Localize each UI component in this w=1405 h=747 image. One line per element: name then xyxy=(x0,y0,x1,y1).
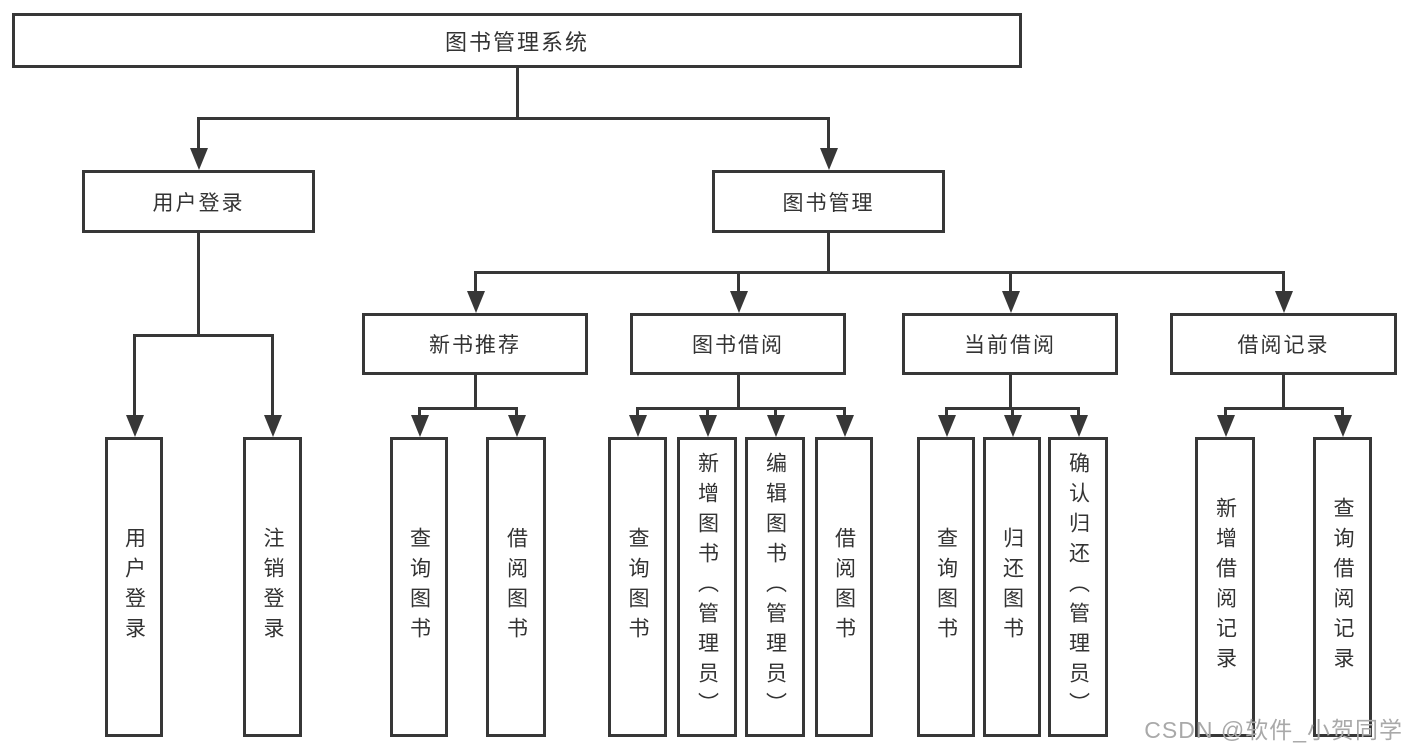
leaf-nb-query-books: 查询图书 xyxy=(390,437,448,737)
leaf-br-query-record: 查询借阅记录 xyxy=(1313,437,1372,737)
down-arrow-bb-borrow xyxy=(835,408,854,437)
node-borrowing-records-label: 借阅记录 xyxy=(1237,334,1330,357)
connector-user-login-drop xyxy=(197,233,200,335)
node-current-borrowing: 当前借阅 xyxy=(902,313,1118,375)
leaf-cb-query-books: 查询图书 xyxy=(917,437,975,737)
leaf-bb-edit-books-admin-label: 编辑图书（管理员） xyxy=(763,452,787,722)
down-arrow-br-add xyxy=(1216,408,1235,437)
leaf-cb-confirm-return-admin-label: 确认归还（管理员） xyxy=(1066,452,1090,722)
leaf-bb-query-books-label: 查询图书 xyxy=(626,527,649,647)
leaf-cb-query-books-label: 查询图书 xyxy=(934,527,958,647)
leaf-nb-borrow-books: 借阅图书 xyxy=(486,437,546,737)
down-arrow-bb-edit xyxy=(766,408,785,437)
leaf-br-add-record-label: 新增借阅记录 xyxy=(1213,497,1237,677)
connector-user-login-span xyxy=(133,334,274,337)
down-arrow-to-book-borrowing xyxy=(729,272,748,313)
leaf-bb-add-books-admin: 新增图书（管理员） xyxy=(677,437,737,737)
leaf-logout: 注销登录 xyxy=(243,437,302,737)
leaf-bb-borrow-books-label: 借阅图书 xyxy=(832,527,856,647)
down-arrow-cb-confirm xyxy=(1069,408,1088,437)
connector-nb-drop xyxy=(474,375,477,408)
node-book-management: 图书管理 xyxy=(712,170,945,233)
connector-cb-drop xyxy=(1009,375,1012,408)
down-arrow-to-leaf-logout xyxy=(263,335,282,437)
connector-bb-span xyxy=(636,407,846,410)
down-arrow-to-new-book-recommendation xyxy=(466,272,485,313)
node-system-root: 图书管理系统 xyxy=(12,13,1022,68)
leaf-nb-borrow-books-label: 借阅图书 xyxy=(504,527,528,647)
down-arrow-to-book-management xyxy=(819,118,838,170)
down-arrow-to-borrowing-records xyxy=(1274,272,1293,313)
connector-br-span xyxy=(1224,407,1344,410)
node-book-borrowing-label: 图书借阅 xyxy=(692,334,784,357)
leaf-cb-return-books-label: 归还图书 xyxy=(1000,527,1024,647)
leaf-bb-edit-books-admin: 编辑图书（管理员） xyxy=(745,437,805,737)
node-book-borrowing: 图书借阅 xyxy=(630,313,846,375)
down-arrow-nb-query xyxy=(410,408,429,437)
leaf-bb-borrow-books: 借阅图书 xyxy=(815,437,873,737)
connector-root-span xyxy=(197,117,830,120)
connector-book-management-span xyxy=(474,271,1285,274)
leaf-cb-confirm-return-admin: 确认归还（管理员） xyxy=(1048,437,1108,737)
node-user-login: 用户登录 xyxy=(82,170,315,233)
connector-root-drop xyxy=(516,68,519,118)
csdn-watermark: CSDN @软件_小贺同学 xyxy=(1144,717,1403,743)
node-new-book-recommendation-label: 新书推荐 xyxy=(429,334,521,357)
leaf-br-query-record-label: 查询借阅记录 xyxy=(1331,497,1354,677)
leaf-bb-query-books: 查询图书 xyxy=(608,437,667,737)
node-new-book-recommendation: 新书推荐 xyxy=(362,313,588,375)
connector-bb-drop xyxy=(737,375,740,408)
down-arrow-cb-query xyxy=(937,408,956,437)
node-system-root-label: 图书管理系统 xyxy=(444,29,589,55)
down-arrow-bb-add xyxy=(698,408,717,437)
node-borrowing-records: 借阅记录 xyxy=(1170,313,1397,375)
down-arrow-to-user-login xyxy=(189,118,208,170)
connector-br-drop xyxy=(1282,375,1285,408)
down-arrow-nb-borrow xyxy=(507,408,526,437)
down-arrow-to-leaf-user-login xyxy=(125,335,144,437)
leaf-br-add-record: 新增借阅记录 xyxy=(1195,437,1255,737)
leaf-user-login: 用户登录 xyxy=(105,437,163,737)
connector-nb-span xyxy=(418,407,518,410)
leaf-cb-return-books: 归还图书 xyxy=(983,437,1041,737)
leaf-logout-label: 注销登录 xyxy=(261,527,284,647)
leaf-nb-query-books-label: 查询图书 xyxy=(407,527,431,647)
down-arrow-to-current-borrowing xyxy=(1001,272,1020,313)
down-arrow-br-query xyxy=(1333,408,1352,437)
node-current-borrowing-label: 当前借阅 xyxy=(964,334,1056,357)
leaf-user-login-label: 用户登录 xyxy=(122,527,146,647)
node-user-login-label: 用户登录 xyxy=(152,191,245,215)
down-arrow-cb-return xyxy=(1003,408,1022,437)
connector-book-management-drop xyxy=(827,233,830,272)
leaf-bb-add-books-admin-label: 新增图书（管理员） xyxy=(695,452,719,722)
down-arrow-bb-query xyxy=(628,408,647,437)
node-book-management-label: 图书管理 xyxy=(782,191,875,215)
